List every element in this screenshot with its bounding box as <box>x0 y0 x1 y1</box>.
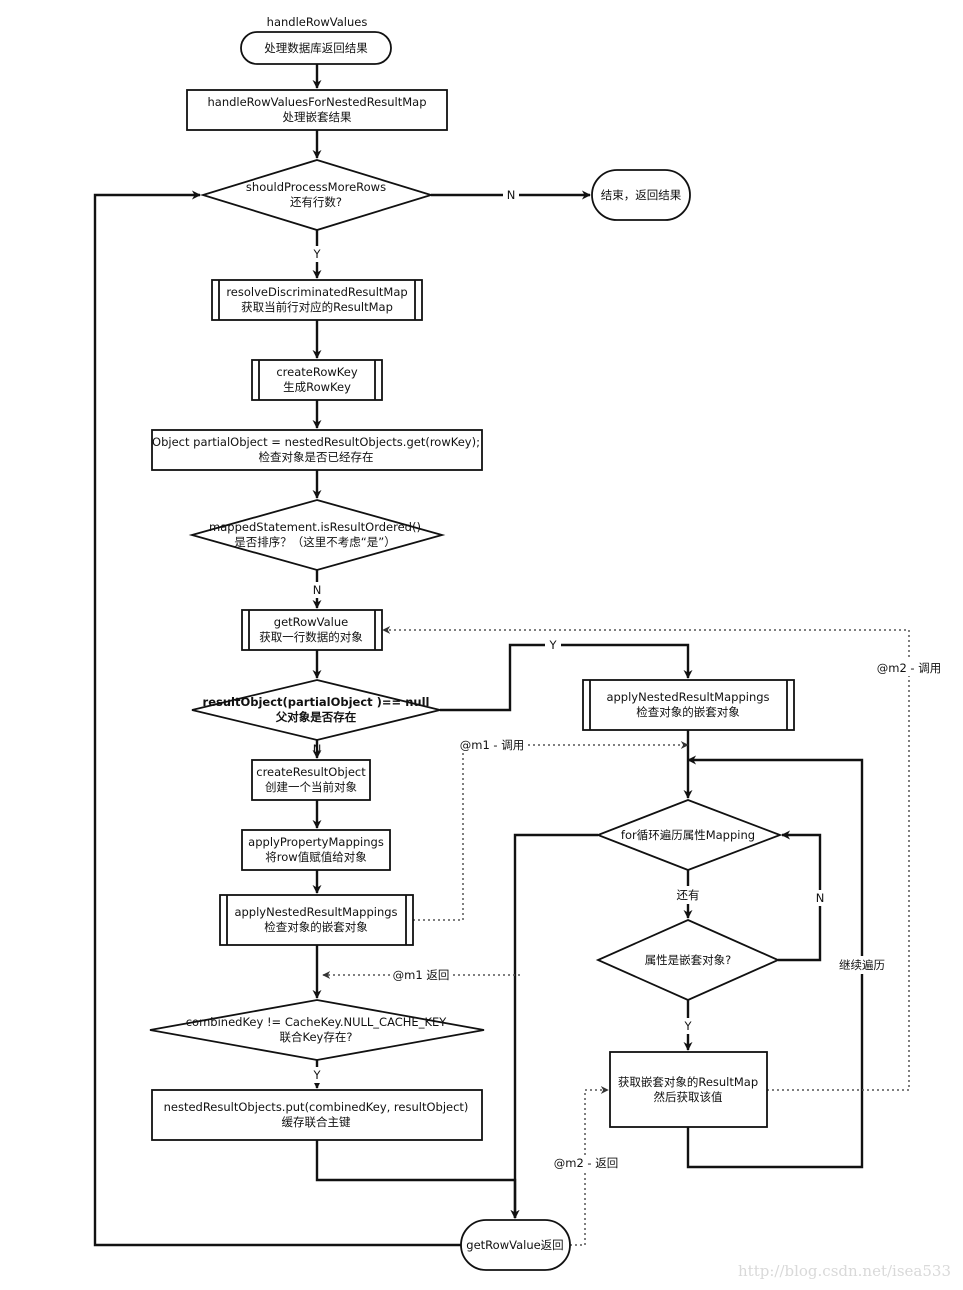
partial-object-label-2: 检查对象是否已经存在 <box>259 450 374 464</box>
apply-nested-left-box <box>219 894 414 946</box>
combined-key-label-2: 联合Key存在? <box>280 1030 353 1044</box>
nested-results-label-2: 处理嵌套结果 <box>283 110 352 124</box>
m2-call-connector <box>382 626 910 1091</box>
combined-key-label-1: combinedKey != CacheKey.NULL_CACHE_KEY <box>186 1015 448 1029</box>
apply-nested-right-box <box>582 679 795 731</box>
get-nested-label-2: 然后获取该值 <box>654 1090 723 1104</box>
apply-nested-right-label-1: applyNestedResultMappings <box>606 690 769 704</box>
connector-return-to-more-rows-loop <box>93 190 461 1247</box>
apply-nested-right-subprocess-bars <box>589 680 788 730</box>
combined-key-decision <box>149 999 485 1061</box>
connector-forloop-done-to-return <box>510 833 598 1219</box>
edge-label-y-resolve: Y <box>312 247 321 261</box>
edge-label-y-getnested: Y <box>683 1019 692 1033</box>
partial-object-label-1: Object partialObject = nestedResultObjec… <box>152 435 480 449</box>
create-key-label-1: createRowKey <box>276 365 357 379</box>
more-rows-decision <box>199 159 435 231</box>
result-object-decision <box>191 679 441 741</box>
connector-put-to-return <box>315 1140 520 1219</box>
for-loop-decision <box>595 799 783 871</box>
for-loop-label: for循环遍历属性Mapping <box>621 828 755 842</box>
edge-label-m1-return: @m1 返回 <box>393 968 450 982</box>
get-row-value-return-terminal <box>460 1219 571 1271</box>
edge-label-m2-call: @m2 - 调用 <box>877 661 941 675</box>
create-key-label-2: 生成RowKey <box>283 380 351 394</box>
get-nested-label-1: 获取嵌套对象的ResultMap <box>618 1075 758 1089</box>
is-ordered-label-2: 是否排序？（这里不考虑“是”） <box>234 535 395 549</box>
result-object-label-2: 父对象是否存在 <box>275 710 357 724</box>
start-terminal <box>240 31 392 65</box>
end-label: 结束，返回结果 <box>601 188 682 202</box>
m1-call-connector <box>413 741 689 921</box>
apply-property-box <box>241 829 391 871</box>
is-ordered-label-1: mappedStatement.isResultOrdered() <box>209 520 421 534</box>
edge-label-n-create: N <box>313 742 322 756</box>
is-nested-label: 属性是嵌套对象? <box>645 953 732 967</box>
get-row-value-return-label: getRowValue返回 <box>466 1238 563 1252</box>
is-ordered-decision <box>188 499 446 571</box>
edge-label-y-put: Y <box>312 1068 321 1082</box>
edge-label-continue-loop: 继续遍历 <box>839 958 885 972</box>
edge-label-n-getrow: N <box>313 583 322 597</box>
resolve-map-subprocess-bars <box>218 280 416 320</box>
edge-label-m1-call: @m1 - 调用 <box>460 738 524 752</box>
put-objects-label-2: 缓存联合主键 <box>282 1115 351 1129</box>
edge-label-has-more: 还有 <box>677 888 700 902</box>
apply-nested-left-subprocess-bars <box>226 895 407 945</box>
is-nested-decision <box>595 919 781 1001</box>
connector-getnested-continue-loop <box>686 755 864 1169</box>
more-rows-label-1: shouldProcessMoreRows <box>246 180 386 194</box>
end-terminal <box>591 169 691 221</box>
result-object-label-1: resultObject(partialObject )== null <box>203 695 430 709</box>
partial-object-box <box>151 429 483 471</box>
node-labels: handleRowValues 处理数据库返回结果 handleRowValue… <box>152 15 770 1252</box>
nested-results-label-1: handleRowValuesForNestedResultMap <box>207 95 426 109</box>
apply-nested-left-label-1: applyNestedResultMappings <box>234 905 397 919</box>
put-objects-label-1: nestedResultObjects.put(combinedKey, res… <box>164 1100 469 1114</box>
edge-label-n-end: N <box>507 188 516 202</box>
connectors <box>93 64 864 1247</box>
watermark: http://blog.csdn.net/isea533 <box>738 1262 951 1280</box>
apply-property-label-2: 将row值赋值给对象 <box>265 850 366 864</box>
edge-label-n-loop: N <box>816 891 825 905</box>
resolve-map-label-1: resolveDiscriminatedResultMap <box>226 285 407 299</box>
shapes <box>149 31 795 1271</box>
apply-nested-left-label-2: 检查对象的嵌套对象 <box>264 920 368 934</box>
get-row-value-box <box>241 609 383 651</box>
create-result-object-label-1: createResultObject <box>256 765 366 779</box>
edge-label-y-nested: Y <box>548 638 557 652</box>
more-rows-label-2: 还有行数? <box>290 195 342 209</box>
connector-resultobject-yes-to-nested-right <box>440 643 693 712</box>
get-row-value-subprocess-bars <box>248 610 376 650</box>
get-row-value-label-2: 获取一行数据的对象 <box>259 630 363 644</box>
apply-nested-right-label-2: 检查对象的嵌套对象 <box>636 705 740 719</box>
dotted-connectors <box>322 626 910 1246</box>
edge-label-m2-return: @m2 - 返回 <box>554 1156 618 1170</box>
m2-return-connector <box>570 1086 609 1246</box>
get-row-value-label-1: getRowValue <box>274 615 348 629</box>
start-label: 处理数据库返回结果 <box>264 41 368 55</box>
create-result-object-label-2: 创建一个当前对象 <box>265 780 357 794</box>
resolve-map-box <box>211 279 423 321</box>
resolve-map-label-2: 获取当前行对应的ResultMap <box>241 300 393 314</box>
create-result-object-box <box>251 759 371 801</box>
diagram-title: handleRowValues <box>267 15 368 29</box>
put-objects-box <box>151 1089 483 1141</box>
edge-labels: N Y N Y N 还有 N Y Y 继续遍历 @m1 - 调用 @m1 返回 … <box>309 187 944 1171</box>
get-nested-box <box>609 1051 768 1128</box>
create-key-box <box>251 359 383 401</box>
create-key-subprocess-bars <box>258 360 376 400</box>
apply-property-label-1: applyPropertyMappings <box>248 835 384 849</box>
nested-results-box <box>186 89 448 131</box>
